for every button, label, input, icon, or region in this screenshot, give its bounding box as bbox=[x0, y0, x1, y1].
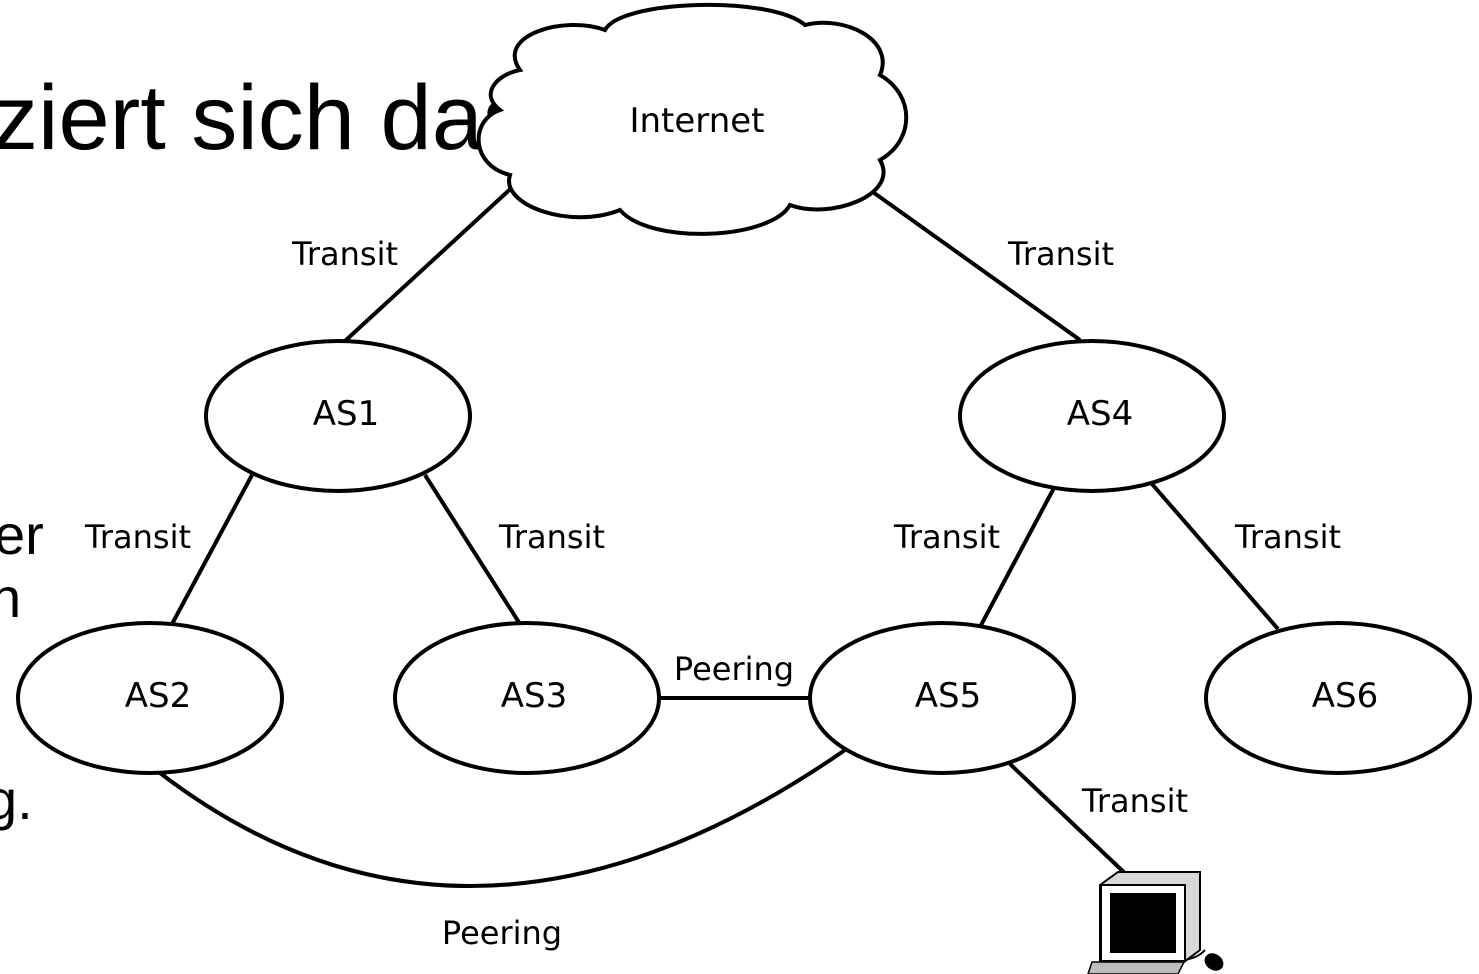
edge-as2-as5 bbox=[158, 748, 847, 888]
as6-node: AS6 bbox=[1204, 621, 1472, 775]
edge-as1-as3 bbox=[423, 473, 522, 626]
edge-label-as2-as5: Peering bbox=[442, 914, 562, 952]
as1-label: AS1 bbox=[313, 394, 379, 434]
edge-label-internet-as1: Transit bbox=[291, 235, 398, 273]
slide-text-fragment-1: er bbox=[0, 503, 44, 566]
edge-label-as4-as6: Transit bbox=[1234, 518, 1341, 556]
edge-label-as1-as2: Transit bbox=[84, 518, 191, 556]
as5-label: AS5 bbox=[915, 676, 981, 716]
slide-text-fragment-3: g. bbox=[0, 768, 33, 831]
as3-label: AS3 bbox=[501, 676, 567, 716]
edge-label-as4-as5: Transit bbox=[893, 518, 1000, 556]
edge-label-as5-computer: Transit bbox=[1081, 782, 1188, 820]
as6-label: AS6 bbox=[1312, 676, 1378, 716]
edge-label-as3-as5: Peering bbox=[674, 650, 794, 688]
as3-node: AS3 bbox=[393, 621, 661, 775]
edge-as4-as5 bbox=[978, 485, 1057, 628]
edge-label-as1-as3: Transit bbox=[498, 518, 605, 556]
edge-internet-as4 bbox=[868, 188, 1082, 342]
internet-label: Internet bbox=[629, 101, 764, 141]
as2-label: AS2 bbox=[125, 676, 191, 716]
as1-node: AS1 bbox=[204, 339, 472, 493]
slide-text-fragment-2: n bbox=[0, 566, 22, 629]
slide-title-fragment: ziert sich das bbox=[0, 67, 529, 169]
edge-as5-computer bbox=[1008, 762, 1132, 880]
as5-node: AS5 bbox=[808, 621, 1076, 775]
internet-node: Internet bbox=[476, 2, 909, 236]
as4-node: AS4 bbox=[958, 339, 1226, 493]
as4-label: AS4 bbox=[1067, 394, 1133, 434]
computer-icon bbox=[1087, 871, 1224, 974]
edge-label-internet-as4: Transit bbox=[1007, 235, 1114, 273]
edge-as1-as2 bbox=[170, 474, 254, 625]
as2-node: AS2 bbox=[16, 621, 284, 775]
edge-internet-as1 bbox=[343, 180, 520, 343]
edge-as4-as6 bbox=[1150, 482, 1280, 631]
